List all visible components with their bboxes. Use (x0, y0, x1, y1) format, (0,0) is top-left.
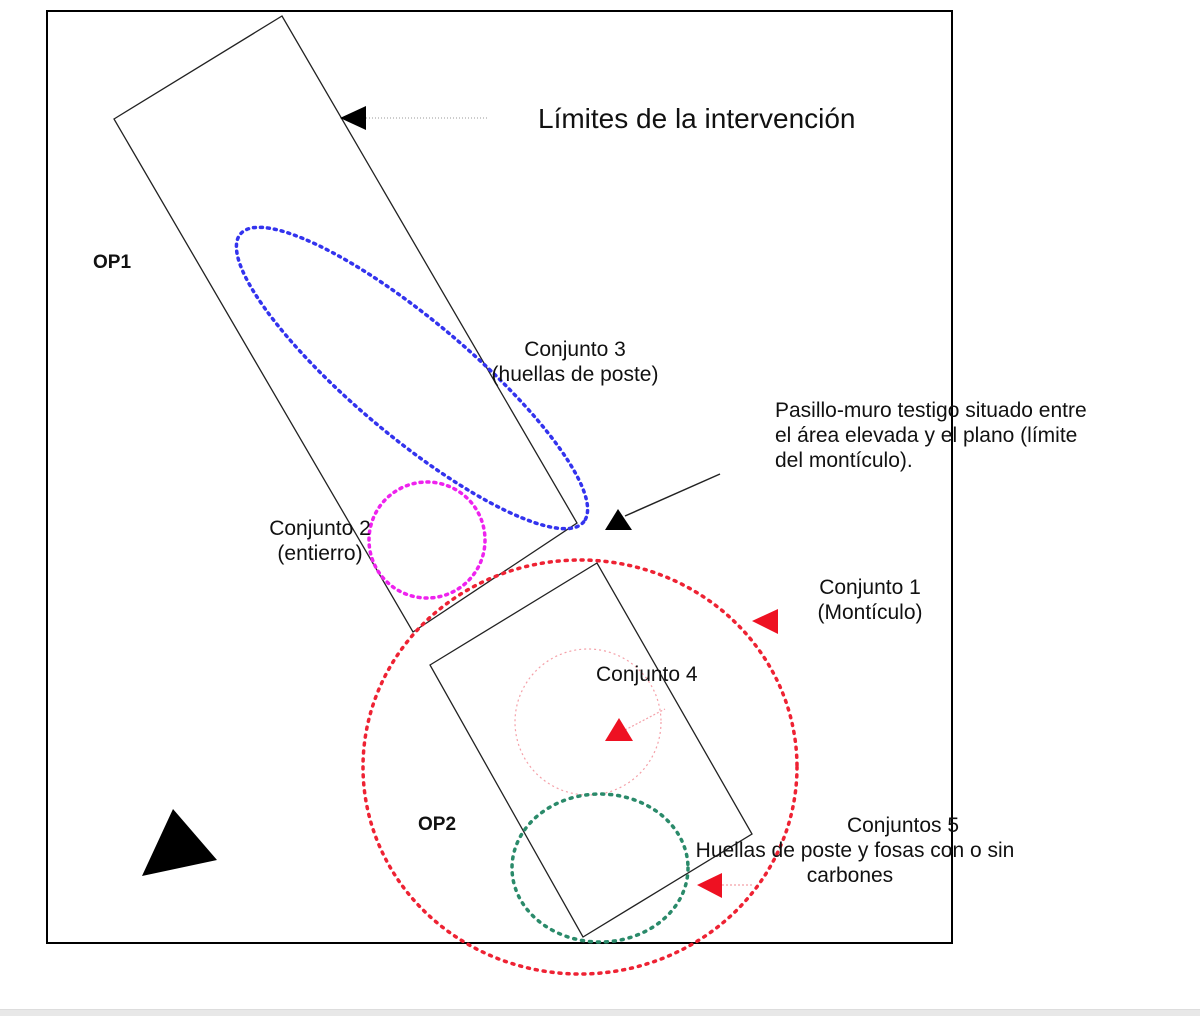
conjunto1-title: Conjunto 1 (819, 576, 921, 599)
conjunto4-arrow-icon (605, 718, 633, 741)
op1-trench (113, 15, 578, 633)
conjunto3-area (234, 225, 590, 531)
op1-label: OP1 (93, 252, 132, 273)
conjunto1-area (361, 558, 799, 976)
plan-frame (46, 10, 953, 944)
conjunto2-label: Conjunto 2 (entierro) (250, 516, 390, 566)
conjunto2-title: Conjunto 2 (269, 517, 371, 540)
pasillo-line-2: el área elevada y el plano (límite (775, 424, 1078, 447)
conjunto5-arrow-icon (697, 873, 722, 898)
conjunto1-arrow-icon (752, 609, 778, 634)
conjunto4-area (514, 648, 662, 796)
conjunto4-leader (624, 708, 666, 731)
conjunto1-desc: (Montículo) (817, 601, 923, 624)
pasillo-line-1: Pasillo-muro testigo situado entre (775, 399, 1087, 422)
bottom-bar (0, 1009, 1200, 1016)
plan-title: Límites de la intervención (538, 103, 856, 134)
pasillo-line-3: del montículo). (775, 449, 913, 472)
conjunto5-label: Conjuntos 5 Huellas de poste y fosas con… (650, 813, 1060, 888)
conjunto2-desc: (entierro) (277, 542, 363, 565)
conjunto3-title: Conjunto 3 (524, 338, 626, 361)
conjunto3-desc: (huellas de poste) (491, 363, 659, 386)
conjunto5-desc-2: carbones (806, 864, 894, 887)
conjunto2-area (367, 480, 487, 600)
conjunto3-label: Conjunto 3 (huellas de poste) (460, 337, 690, 387)
north-arrow-icon (142, 809, 217, 876)
pasillo-arrow-icon (605, 509, 632, 530)
conjunto5-area (510, 792, 690, 944)
conjunto5-title: Conjuntos 5 (846, 814, 960, 837)
pasillo-leader (624, 473, 721, 517)
limits-arrow-icon (340, 106, 366, 130)
conjunto4-label: Conjunto 4 (596, 663, 698, 686)
conjunto5-desc-1: Huellas de poste y fosas con o sin (695, 839, 1015, 862)
op2-trench (429, 562, 753, 938)
conjunto1-label: Conjunto 1 (Montículo) (795, 575, 945, 625)
op2-label: OP2 (418, 814, 457, 835)
pasillo-label: Pasillo-muro testigo situado entre el ár… (775, 398, 1087, 473)
